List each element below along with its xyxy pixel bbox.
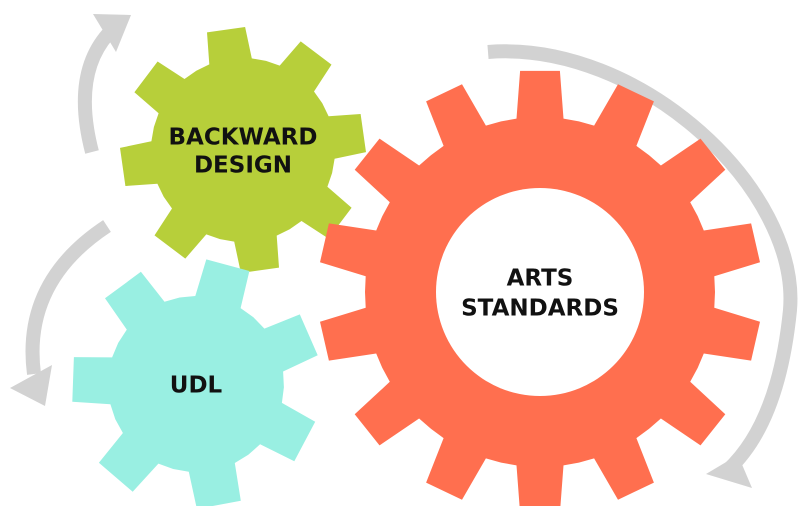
cycle-arrows xyxy=(10,14,798,488)
gear-udl: UDL xyxy=(72,259,318,506)
arrow-right-head xyxy=(706,455,752,488)
gear-arts-standards-hub xyxy=(436,188,644,396)
gear-arts-standards-label-line: ARTS xyxy=(507,265,574,291)
arrow-top-left xyxy=(77,29,114,154)
gear-backward-design-label-line: DESIGN xyxy=(194,152,292,178)
gear-udl-shape xyxy=(72,259,318,506)
arrow-left xyxy=(25,220,111,375)
arrow-right xyxy=(487,44,798,476)
gear-arts-standards-label-line: STANDARDS xyxy=(461,295,619,321)
gear-udl-label-line: UDL xyxy=(170,372,223,398)
gear-arts-standards: ARTS STANDARDS xyxy=(320,70,760,506)
arrow-top-left-head xyxy=(93,14,131,52)
gear-backward-design-label-line: BACKWARD xyxy=(169,124,318,150)
gear-backward-design-shape xyxy=(120,27,366,273)
arrow-left-head xyxy=(10,365,52,406)
